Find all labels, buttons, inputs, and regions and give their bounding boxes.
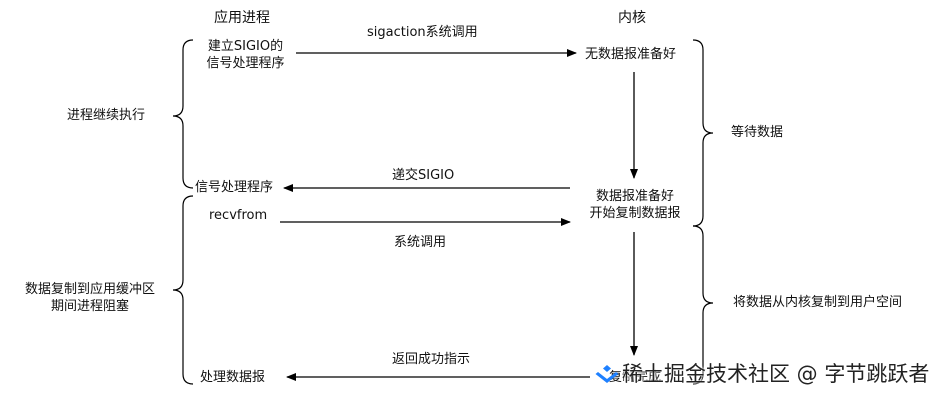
label-sigaction: sigaction系统调用: [367, 25, 478, 40]
kernel-no-datagram: 无数据报准备好: [585, 47, 677, 62]
label-process-continue: 进程继续执行: [67, 108, 146, 123]
label-wait-data: 等待数据: [731, 125, 784, 140]
label-copy-blocked-line1: 数据复制到应用缓冲区: [24, 282, 155, 297]
brace-wait-data: [692, 39, 714, 227]
label-copy-blocked-line2: 期间进程阻塞: [50, 299, 129, 314]
label-copy-to-user: 将数据从内核复制到用户空间: [733, 295, 903, 310]
juejin-logo-icon: [595, 365, 619, 383]
brace-process-blocked: [172, 195, 194, 385]
kernel-datagram-ready: 数据报准备好 开始复制数据报: [582, 188, 688, 222]
brace-copy-to-user: [692, 225, 714, 385]
step-recvfrom: recvfrom: [209, 208, 268, 223]
kernel-ready-line1: 数据报准备好: [595, 189, 674, 204]
brace-process-continue: [172, 39, 194, 189]
kernel-copy-done: 复制完成: [609, 370, 662, 385]
step-setup-line2: 信号处理程序: [206, 56, 285, 71]
header-app-process: 应用进程: [214, 10, 270, 26]
label-copy-blocked: 数据复制到应用缓冲区 期间进程阻塞: [6, 281, 174, 315]
step-setup-line1: 建立SIGIO的: [207, 39, 284, 54]
label-return-success: 返回成功指示: [392, 352, 471, 367]
step-signal-handler: 信号处理程序: [195, 180, 274, 195]
label-syscall: 系统调用: [394, 235, 447, 250]
header-kernel: 内核: [618, 10, 646, 26]
step-process-datagram: 处理数据报: [200, 370, 266, 385]
label-deliver-sigio: 递交SIGIO: [392, 168, 455, 183]
kernel-ready-line2: 开始复制数据报: [589, 206, 681, 221]
watermark-text: 稀土掘金技术社区 @ 字节跳跃者: [622, 362, 930, 386]
step-setup-sigio-handler: 建立SIGIO的 信号处理程序: [198, 38, 293, 72]
